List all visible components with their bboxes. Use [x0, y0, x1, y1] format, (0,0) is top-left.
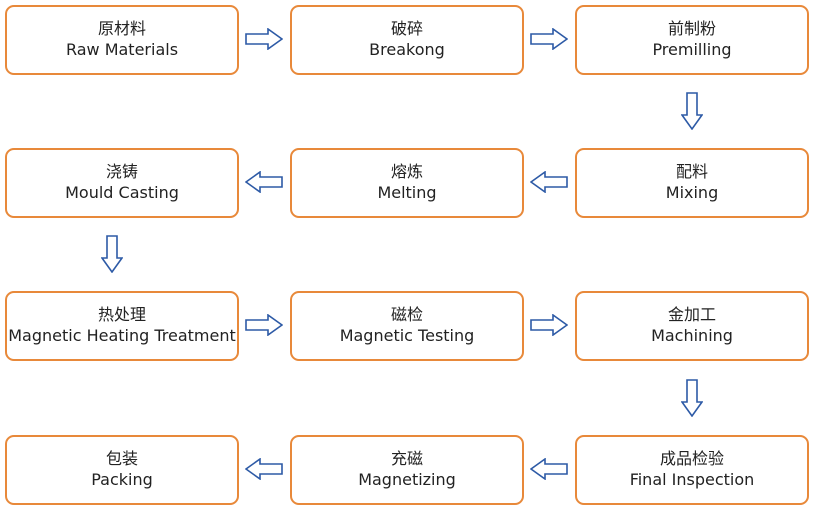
step-label-zh: 成品检验 [659, 449, 724, 469]
arrow-right-icon [245, 28, 283, 50]
step-label-zh: 磁检 [390, 305, 423, 325]
step-label-zh: 原材料 [97, 19, 146, 39]
step-machining: 金加工 Machining [575, 291, 809, 361]
step-label-en: Magnetic Testing [339, 326, 475, 345]
step-label-zh: 破碎 [390, 19, 423, 39]
step-breaking: 破碎 Breakong [290, 5, 524, 75]
step-label-en: Raw Materials [65, 40, 179, 59]
step-label-zh: 配料 [675, 162, 708, 182]
step-mould-casting: 浇铸 Mould Casting [5, 148, 239, 218]
arrow-left-icon [530, 458, 568, 480]
step-label-zh: 包装 [105, 449, 138, 469]
step-label-en: Premilling [652, 40, 732, 59]
arrow-left-icon [530, 171, 568, 193]
arrow-down-icon [681, 379, 703, 417]
step-label-zh: 充磁 [390, 449, 423, 469]
arrow-left-icon [245, 171, 283, 193]
step-mixing: 配料 Mixing [575, 148, 809, 218]
step-magnetizing: 充磁 Magnetizing [290, 435, 524, 505]
step-label-en: Machining [651, 326, 733, 345]
arrow-right-icon [530, 314, 568, 336]
arrow-right-icon [245, 314, 283, 336]
step-label-zh: 浇铸 [105, 162, 138, 182]
step-heating-treatment: 热处理 Magnetic Heating Treatment [5, 291, 239, 361]
step-label-en: Mould Casting [65, 183, 179, 202]
step-label-en: Final Inspection [629, 470, 755, 489]
step-label-en: Magnetizing [358, 470, 456, 489]
arrow-down-icon [681, 92, 703, 130]
step-raw-materials: 原材料 Raw Materials [5, 5, 239, 75]
step-label-zh: 前制粉 [667, 19, 716, 39]
step-label-zh: 熔炼 [390, 162, 423, 182]
step-label-en: Magnetic Heating Treatment [8, 326, 236, 345]
step-packing: 包装 Packing [5, 435, 239, 505]
step-label-en: Melting [377, 183, 437, 202]
step-magnetic-testing: 磁检 Magnetic Testing [290, 291, 524, 361]
step-label-zh: 金加工 [667, 305, 716, 325]
step-label-zh: 热处理 [97, 305, 146, 325]
step-label-en: Breakong [369, 40, 445, 59]
arrow-down-icon [101, 235, 123, 273]
step-label-en: Mixing [665, 183, 719, 202]
arrow-right-icon [530, 28, 568, 50]
step-final-inspection: 成品检验 Final Inspection [575, 435, 809, 505]
arrow-left-icon [245, 458, 283, 480]
step-label-en: Packing [91, 470, 153, 489]
step-premilling: 前制粉 Premilling [575, 5, 809, 75]
step-melting: 熔炼 Melting [290, 148, 524, 218]
